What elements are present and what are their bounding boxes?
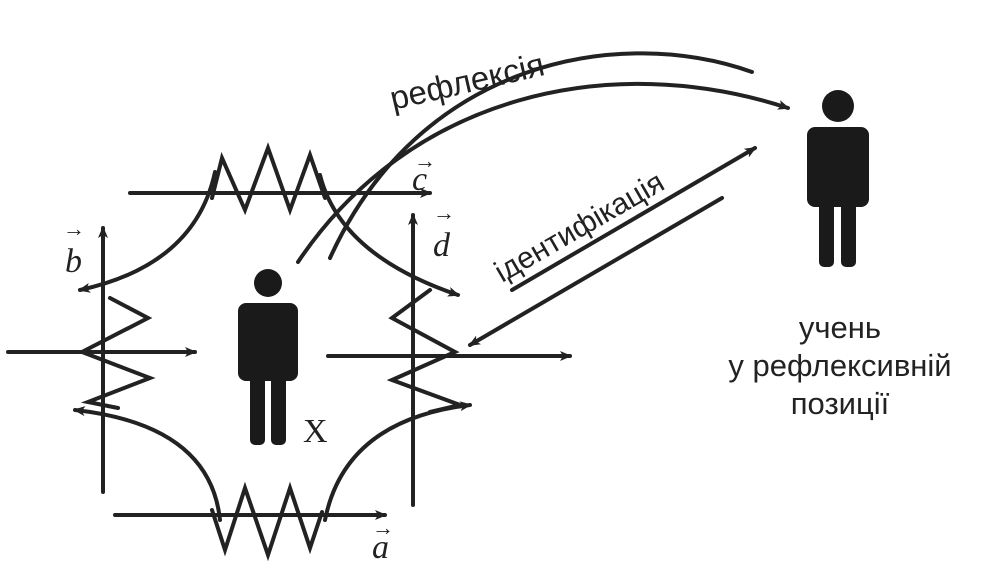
- bottom-right-curve: [323, 401, 472, 522]
- reflection-arc-outer: [328, 51, 754, 260]
- vector-letter-b: b: [65, 243, 82, 280]
- vector-letter-d: d: [433, 227, 451, 264]
- student-caption-line1: учень: [799, 310, 881, 345]
- student-person: учень у рефлексивній позиції: [728, 90, 952, 421]
- person-icon: [238, 269, 298, 445]
- bottom-left-curve: [73, 406, 222, 522]
- vector-arrow-accent: →: [63, 216, 85, 241]
- person-icon: [807, 90, 869, 267]
- vector-label-a: → a: [372, 515, 394, 564]
- vector-arrow-accent: →: [433, 200, 455, 225]
- top-right-curve: [318, 173, 460, 297]
- left-zigzag: [77, 296, 156, 410]
- top-left-curve: [78, 170, 217, 293]
- identification-arrow-up: [510, 146, 757, 292]
- corner-curves: [73, 170, 472, 522]
- vector-arrow-accent: →: [414, 148, 436, 173]
- identification-label: ідентифікація: [489, 166, 670, 290]
- vector-label-b: → b: [63, 216, 85, 280]
- reflection-arrows: [296, 51, 790, 264]
- bottom-zigzag: [210, 481, 324, 562]
- identification-arrows: [468, 146, 757, 347]
- vector-letter-c: c: [412, 161, 427, 198]
- vector-letter-a: a: [372, 529, 389, 564]
- center-person-label: X: [303, 413, 328, 450]
- student-caption-line2: у рефлексивній: [728, 348, 951, 383]
- vector-label-c: → c: [412, 148, 436, 198]
- vector-label-d: → d: [433, 200, 455, 264]
- identification-arrow-down: [468, 196, 724, 347]
- reflection-label: рефлексія: [386, 45, 548, 116]
- center-person: X: [238, 269, 328, 450]
- top-zigzag: [210, 142, 327, 216]
- student-caption-line3: позиції: [791, 386, 890, 421]
- right-zigzag: [386, 288, 467, 414]
- vector-arrow-accent: →: [372, 515, 394, 540]
- reflection-arc-inner: [296, 81, 790, 264]
